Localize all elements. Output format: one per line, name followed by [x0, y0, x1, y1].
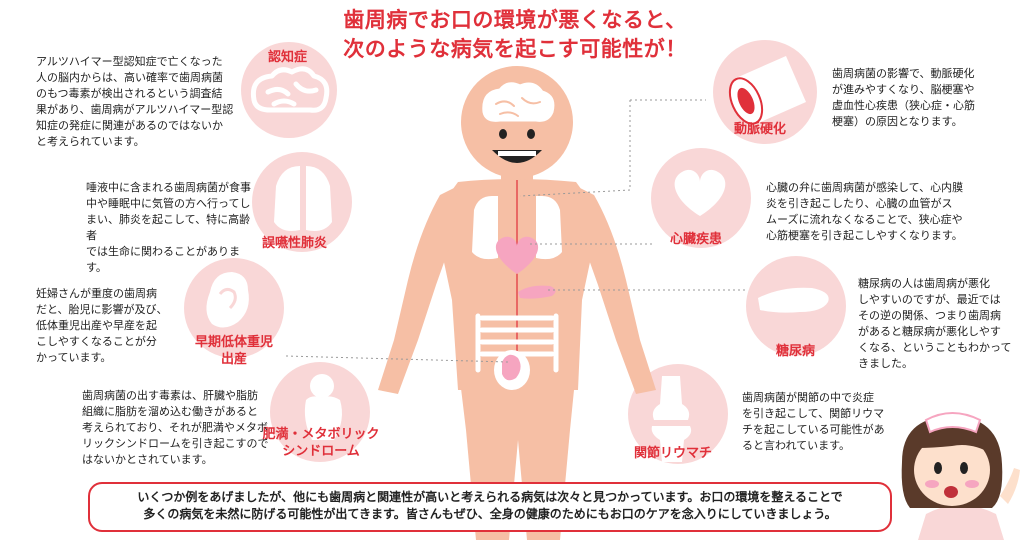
fetus-icon	[206, 272, 249, 328]
nurse-icon	[901, 412, 1020, 540]
footer-text: いくつか例をあげましたが、他にも歯周病と関連性が高いと考えられる病気は次々と見つ…	[100, 489, 880, 523]
desc-pneumonia: 唾液中に含まれる歯周病菌が食事 中や睡眠中に気管の方へ行ってし まい、肺炎を起こ…	[86, 180, 256, 276]
desc-line: しやすいのですが、最近では	[858, 293, 1001, 306]
desc-arteriosclerosis: 歯周病菌の影響で、動脈硬化 が進みやすくなり、脳梗塞や 虚血性心疾患（狭心症・心…	[832, 66, 992, 130]
desc-diabetes: 糖尿病の人は歯周病が悪化 しやすいのですが、最近では その逆の関係、つまり歯周病…	[858, 276, 1018, 372]
desc-line: 組織に脂肪を溜め込む働きがあると	[82, 405, 258, 418]
desc-line: 心臓の弁に歯周病菌が感染して、心内膜	[766, 181, 964, 194]
desc-line: 糖尿病の人は歯周病が悪化	[858, 277, 990, 290]
desc-heart: 心臓の弁に歯周病菌が感染して、心内膜 炎を引き起こしたり、心臓の血管がス ムーズ…	[766, 180, 986, 244]
label-obesity: 肥満・メタボリック シンドローム	[246, 426, 396, 460]
face	[492, 129, 542, 163]
brain-icon	[250, 66, 330, 113]
title-line-1: 歯周病でお口の環境が悪くなると、	[343, 8, 687, 32]
desc-rheumatism: 歯周病菌が関節の中で炎症 を引き起こして、関節リウマ チを起こしている可能性があ…	[742, 390, 902, 454]
label-heart: 心臓疾患	[670, 232, 723, 247]
label-low-birth: 早期低体重児 出産	[186, 334, 282, 368]
label-low-birth-line-1: 早期低体重児	[194, 335, 273, 350]
body-fetus-icon	[494, 350, 530, 390]
desc-line: だと、胎児に影響が及び、	[36, 303, 168, 316]
desc-line: があると糖尿病が悪化しやす	[858, 325, 1001, 338]
heart-icon	[674, 169, 726, 216]
desc-line: 人の脳内からは、高い確率で歯周病菌	[36, 71, 223, 84]
desc-line: こしやすくなることが分	[36, 335, 157, 348]
desc-line: を引き起こして、関節リウマ	[742, 407, 885, 420]
desc-line: かっています。	[36, 351, 112, 364]
label-pneumonia: 誤嚥性肺炎	[262, 236, 328, 251]
pancreas-icon	[758, 287, 829, 313]
desc-line: ムーズに流れなくなることで、狭心症や	[766, 213, 963, 226]
desc-line: 果があり、歯周病がアルツハイマー型認	[36, 103, 234, 116]
page-title: 歯周病でお口の環境が悪くなると、 次のような病気を起こす可能性が！	[300, 6, 730, 64]
desc-line: リックシンドロームを引き起こすので	[82, 437, 269, 450]
desc-line: その逆の関係、つまり歯周病	[858, 309, 1001, 322]
desc-line: くなる、ということもわかって	[858, 341, 1012, 354]
head-brain-icon	[482, 82, 555, 122]
footer-line-1: いくつか例をあげましたが、他にも歯周病と関連性が高いと考えられる病気は次々と見つ…	[137, 490, 843, 504]
label-dementia: 認知症	[268, 50, 308, 65]
desc-line: チを起こしている可能性があ	[742, 423, 885, 436]
label-low-birth-line-2: 出産	[220, 352, 247, 367]
belly-icon	[304, 374, 342, 440]
joint-icon	[651, 376, 692, 462]
desc-line: 歯周病菌の出す毒素は、肝臓や脂肪	[82, 389, 258, 402]
desc-line: のもつ毒素が検出されるという調査結	[36, 87, 223, 100]
desc-line: では生命に関わることがあります。	[86, 245, 240, 274]
desc-line: まい、肺炎を起こして、特に高齢者	[86, 213, 251, 242]
body-intestines-icon	[475, 313, 559, 373]
label-arteriosclerosis: 動脈硬化	[734, 122, 787, 137]
desc-line: アルツハイマー型認知症で亡くなった	[36, 55, 223, 68]
title-line-2: 次のような病気を起こす可能性が！	[343, 37, 687, 61]
desc-line: と考えられています。	[36, 135, 145, 148]
label-rheumatism: 関節リウマチ	[634, 446, 713, 461]
desc-line: ると言われています。	[742, 439, 851, 452]
desc-dementia: アルツハイマー型認知症で亡くなった 人の脳内からは、高い確率で歯周病菌 のもつ毒…	[36, 54, 246, 150]
label-obesity-line-2: シンドローム	[282, 444, 360, 459]
desc-line: 心筋梗塞を引き起こしやすくなります。	[766, 229, 963, 242]
label-obesity-line-1: 肥満・メタボリック	[262, 427, 380, 442]
desc-line: 歯周病菌の影響で、動脈硬化	[832, 67, 975, 80]
desc-line: 考えられており、それが肥満やメタボ	[82, 421, 268, 434]
desc-line: 歯周病菌が関節の中で炎症	[742, 391, 874, 404]
desc-low-birth: 妊婦さんが重度の歯周病 だと、胎児に影響が及び、 低体重児出産や早産を起 こしや…	[36, 286, 176, 366]
desc-line: 梗塞）の原因となります。	[832, 115, 963, 128]
body-pancreas-icon	[518, 285, 556, 299]
footer-callout	[88, 482, 892, 532]
circle-pneumonia	[252, 152, 352, 252]
desc-line: 知症の発症に関連があるのではないか	[36, 119, 223, 132]
label-diabetes: 糖尿病	[776, 344, 816, 359]
body-heart-icon	[495, 236, 539, 274]
desc-line: 低体重児出産や早産を起	[36, 319, 157, 332]
lungs-icon	[274, 166, 332, 231]
desc-line: 唾液中に含まれる歯周病菌が食事	[86, 181, 251, 194]
desc-line: 中や睡眠中に気管の方へ行ってし	[86, 197, 251, 210]
desc-line: 虚血性心疾患（狭心症・心筋	[832, 99, 975, 112]
circle-dementia	[241, 42, 337, 138]
desc-line: 妊婦さんが重度の歯周病	[36, 287, 157, 300]
artery-icon	[728, 56, 806, 125]
footer-line-2: 多くの病気を未然に防げる可能性が出てきます。皆さんもぜひ、全身の健康のためにもお…	[143, 507, 837, 521]
desc-line: 炎を引き起こしたり、心臓の血管がス	[766, 197, 953, 210]
desc-line: はないかとされています。	[82, 453, 213, 466]
leader-lines	[285, 99, 746, 363]
desc-line: が進みやすくなり、脳梗塞や	[832, 83, 975, 96]
desc-obesity: 歯周病菌の出す毒素は、肝臓や脂肪 組織に脂肪を溜め込む働きがあると 考えられてお…	[82, 388, 272, 468]
desc-line: きました。	[858, 357, 913, 370]
body-lungs-icon	[472, 196, 562, 260]
